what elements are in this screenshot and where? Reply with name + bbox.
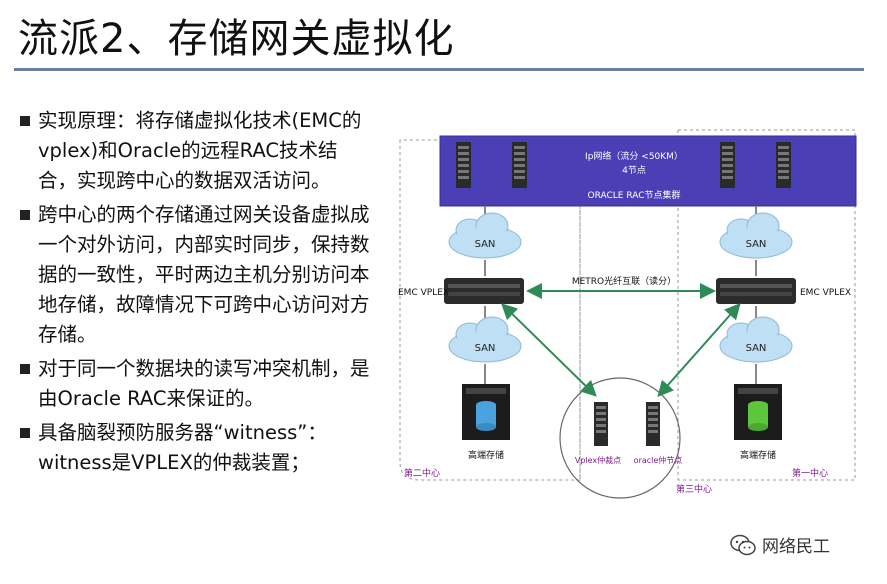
storage-left-label: 高端存储 — [468, 449, 504, 461]
bullet-text: 实现原理：将存储虚拟化技术(EMC的vplex)和Oracle的远程RAC技术结… — [38, 109, 362, 192]
vplex-left-label: EMC VPLEX — [398, 288, 449, 298]
storage-array-icon — [734, 384, 782, 440]
witness-link-arrow — [501, 303, 597, 397]
san-cloud-icon — [448, 316, 522, 363]
vplex-appliance-icon — [716, 278, 796, 304]
architecture-diagram: Ip网络（流分 <50KM） 4节点 ORACLE RAC节点集群 SAN SA… — [398, 129, 857, 499]
witness-server-icon — [646, 402, 660, 446]
server-icon — [720, 142, 735, 188]
san-cloud-icon — [719, 316, 793, 363]
oracle-witness-label: oracle仲节点 — [634, 455, 683, 465]
san-label: SAN — [746, 343, 767, 354]
server-icon — [776, 142, 791, 188]
server-icon — [512, 142, 527, 188]
wechat-icon — [730, 534, 756, 555]
server-icon — [456, 142, 471, 188]
storage-right-label: 高端存储 — [740, 449, 776, 461]
san-label: SAN — [475, 343, 496, 354]
san-label: SAN — [475, 239, 496, 250]
bullet-square-icon — [20, 364, 30, 374]
bullet-text: 跨中心的两个存储通过网关设备虚拟成一个对外访问，内部实时同步，保持数据的一致性，… — [38, 203, 370, 346]
bullet-item: 具备脑裂预防服务器“witness”：witness是VPLEX的仲裁装置； — [20, 418, 370, 478]
rac-title-label: ORACLE RAC节点集群 — [588, 189, 681, 201]
bullet-square-icon — [20, 116, 30, 126]
san-cloud-icon — [448, 212, 522, 259]
bullet-list: 实现原理：将存储虚拟化技术(EMC的vplex)和Oracle的远程RAC技术结… — [20, 106, 370, 482]
bullet-item: 实现原理：将存储虚拟化技术(EMC的vplex)和Oracle的远程RAC技术结… — [20, 106, 370, 196]
center-right-label: 第一中心 — [792, 467, 828, 479]
witness-link-arrow — [657, 303, 741, 397]
bullet-text: 对于同一个数据块的读写冲突机制，是由Oracle RAC来保证的。 — [38, 357, 370, 410]
bullet-square-icon — [20, 210, 30, 220]
bullet-item: 对于同一个数据块的读写冲突机制，是由Oracle RAC来保证的。 — [20, 354, 370, 414]
vplex-right-label: EMC VPLEX — [800, 288, 851, 298]
metro-link-label: METRO光纤互联（读分） — [572, 275, 676, 287]
watermark-text: 网络民工 — [762, 537, 830, 557]
storage-array-icon — [462, 384, 510, 440]
rac-nodes-label: 4节点 — [622, 165, 646, 176]
bullet-square-icon — [20, 428, 30, 438]
title-divider — [14, 68, 864, 71]
bullet-item: 跨中心的两个存储通过网关设备虚拟成一个对外访问，内部实时同步，保持数据的一致性，… — [20, 200, 370, 350]
witness-label: Vplex仲裁点 — [575, 455, 621, 465]
san-cloud-icon — [719, 212, 793, 259]
witness-server-icon — [594, 402, 608, 446]
center-left-label: 第二中心 — [404, 467, 440, 479]
san-label: SAN — [746, 239, 767, 250]
vplex-appliance-icon — [444, 278, 524, 304]
watermark: 网络民工 — [730, 532, 830, 557]
center-third-label: 第三中心 — [676, 483, 712, 495]
rac-network-label: Ip网络（流分 <50KM） — [585, 150, 683, 162]
bullet-text: 具备脑裂预防服务器“witness”：witness是VPLEX的仲裁装置； — [38, 421, 327, 474]
page-title: 流派2、存储网关虚拟化 — [18, 16, 455, 62]
witness-site-circle — [559, 377, 681, 499]
